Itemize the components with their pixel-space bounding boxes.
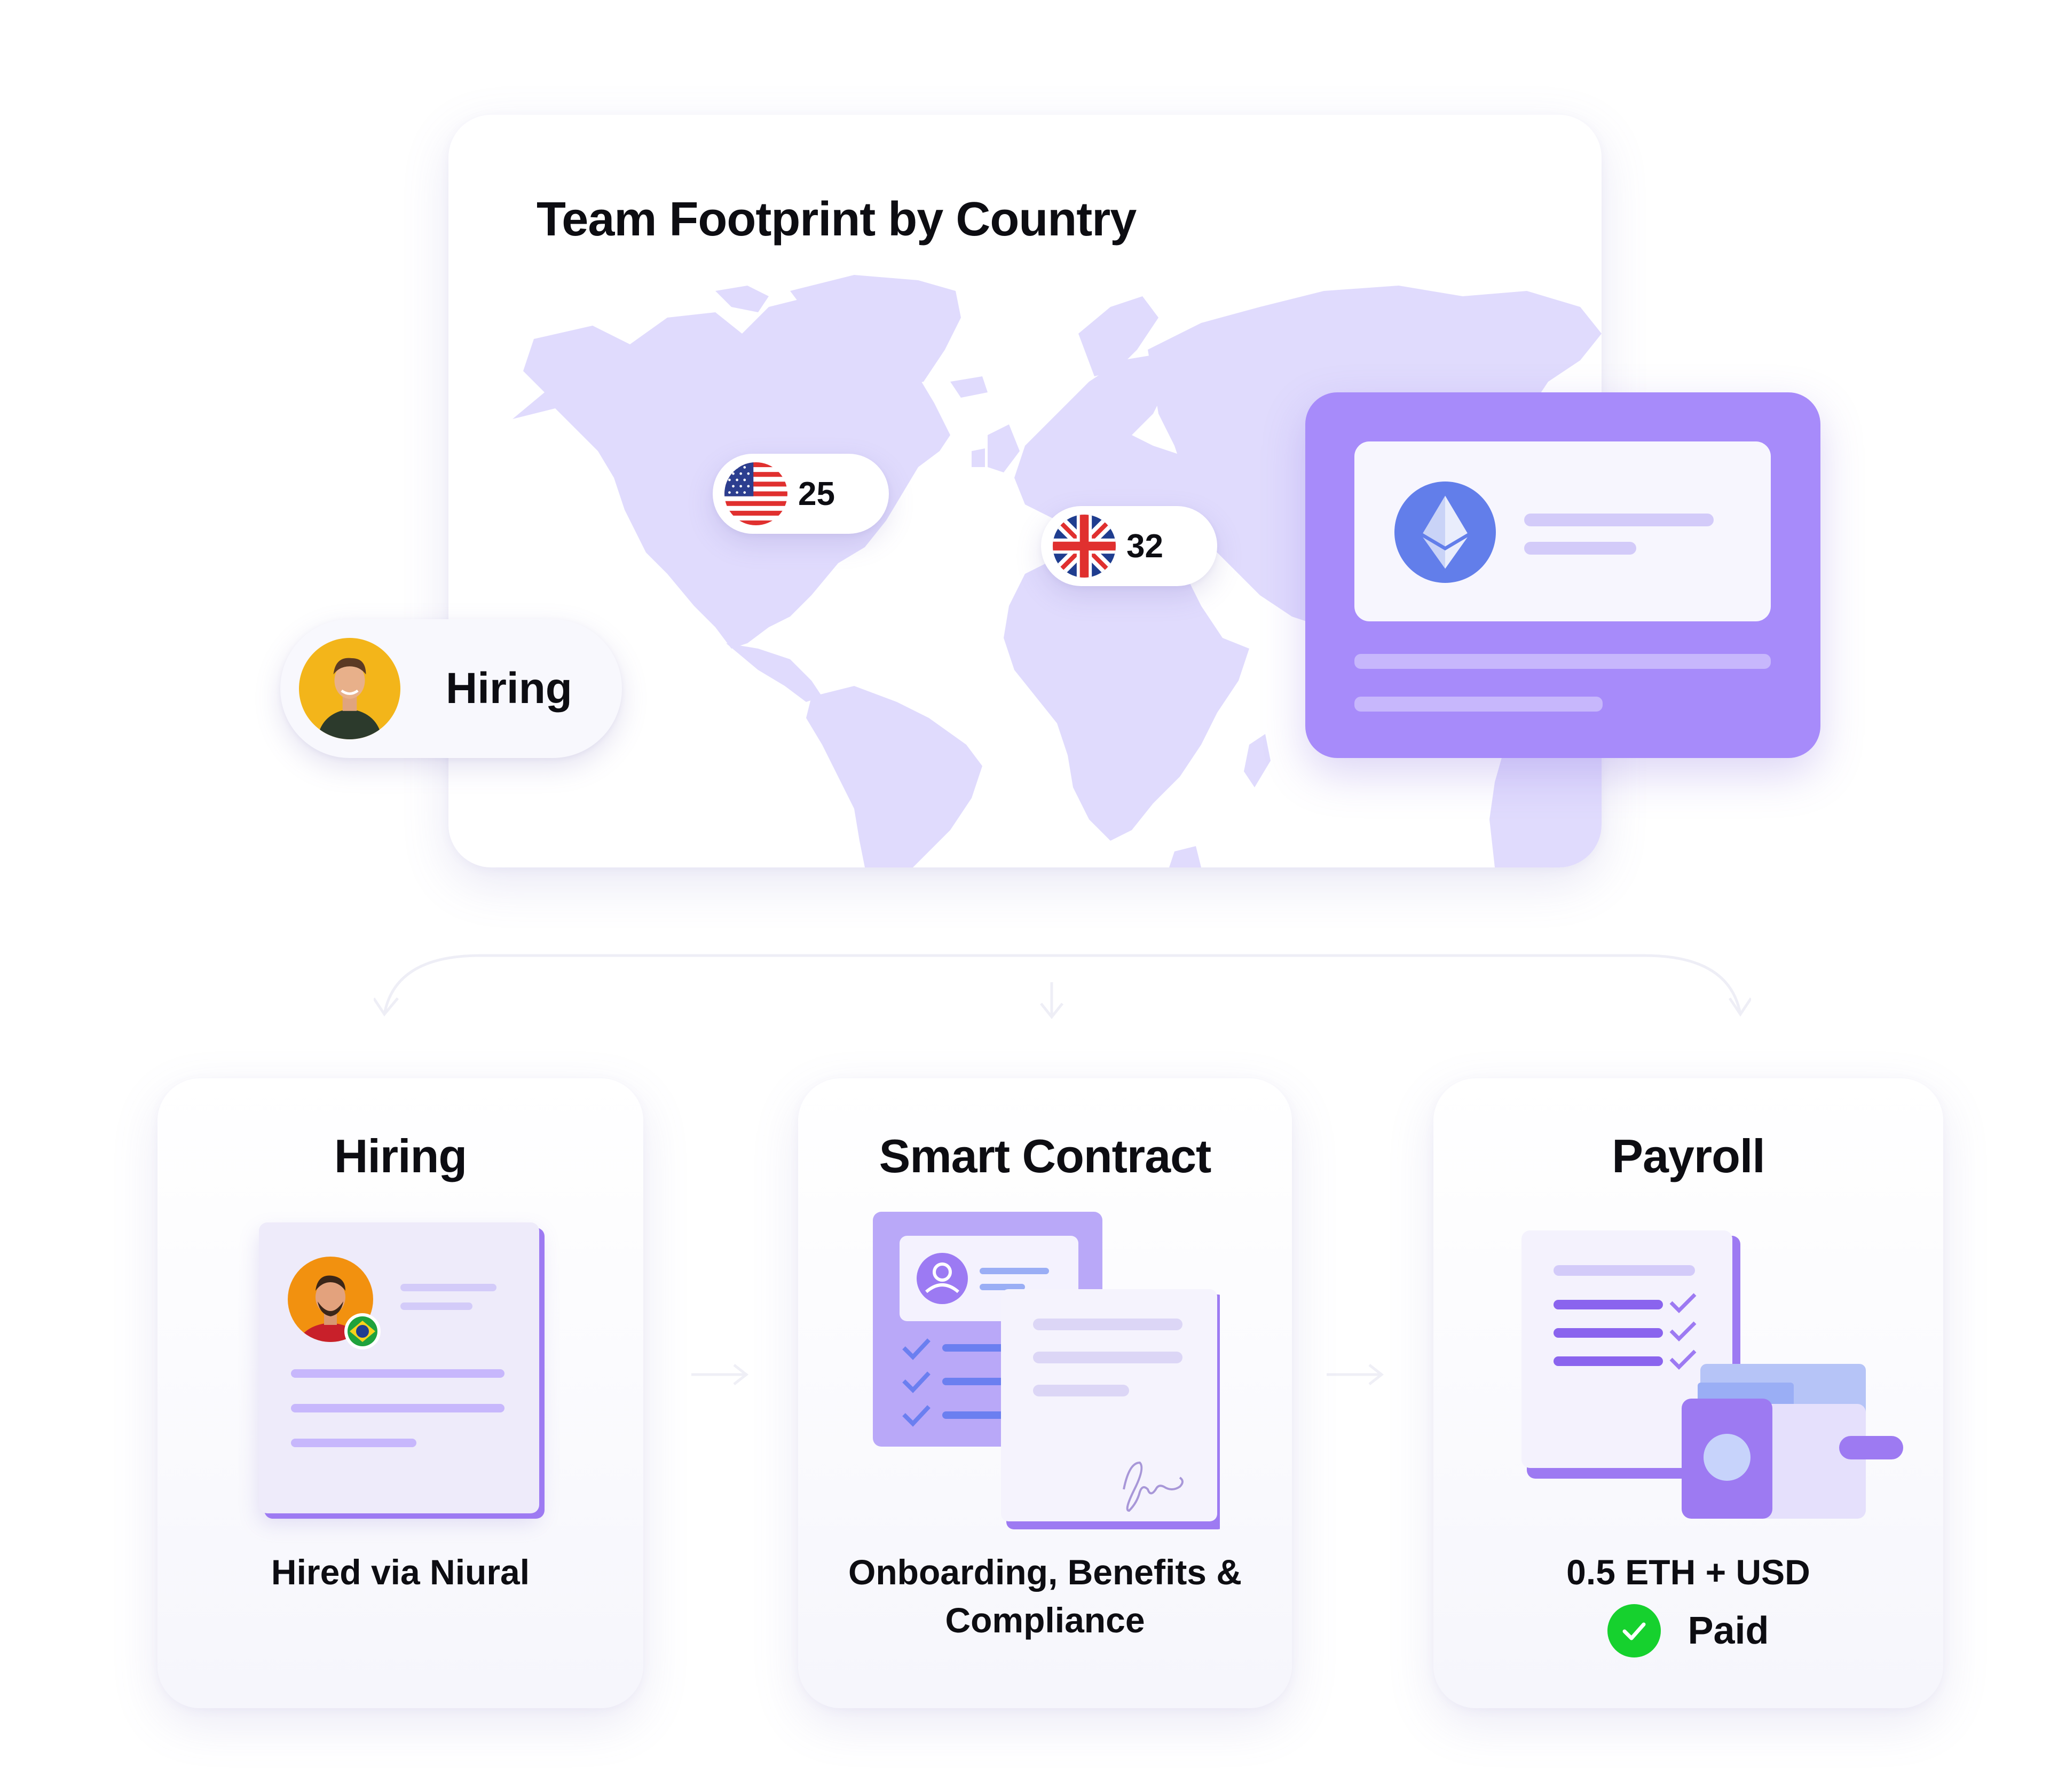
candidate-avatar [288, 1257, 381, 1349]
central-america-shape [726, 643, 822, 702]
step-title: Hiring [334, 1130, 467, 1182]
step-card-hiring[interactable]: Hiring Hired via Niural [157, 1078, 643, 1708]
europe-shape [1014, 355, 1201, 531]
resume-line [400, 1284, 496, 1291]
step-title: Smart Contract [879, 1130, 1212, 1182]
step-caption-line-1: Onboarding, Benefits & [848, 1552, 1242, 1592]
arrow-right-icon [1327, 1364, 1384, 1385]
step-card-smart-contract[interactable]: Smart Contract Onboarding, Benefits & Co… [798, 1078, 1292, 1708]
us-team-count: 25 [798, 475, 835, 512]
resume-line [291, 1404, 504, 1412]
resume-line [400, 1302, 472, 1310]
payment-status: Paid [1433, 1604, 1943, 1657]
greenland-shape [790, 275, 961, 387]
resume-document-icon [259, 1222, 539, 1513]
ethereum-icon [1394, 481, 1496, 583]
eth-detail-line [1524, 542, 1636, 555]
checkmark-icon [1607, 1604, 1661, 1657]
eth-card-line [1354, 654, 1771, 669]
south-america-shape [806, 686, 982, 867]
map-title: Team Footprint by Country [537, 193, 1137, 246]
resume-line [291, 1439, 416, 1447]
africa-shape [1004, 552, 1249, 841]
eth-card-line [1354, 697, 1603, 712]
step-card-payroll[interactable]: Payroll 0.5 ETH + USD Paid [1433, 1078, 1943, 1708]
uk-team-count: 32 [1126, 527, 1163, 565]
us-flag-icon [724, 462, 787, 525]
payment-status-label: Paid [1688, 1609, 1769, 1652]
step-caption: Hired via Niural [271, 1552, 530, 1592]
ethereum-wallet-card[interactable] [1305, 392, 1820, 758]
eth-detail-line [1524, 514, 1714, 526]
uk-flag-icon [1053, 515, 1116, 578]
flow-connector [374, 954, 1751, 1020]
ethereum-info-panel [1354, 441, 1771, 621]
contract-document-icon [873, 1212, 1220, 1529]
step-title: Payroll [1612, 1130, 1765, 1182]
country-badge-uk[interactable]: 32 [1041, 506, 1217, 586]
hiring-pill-label: Hiring [446, 664, 572, 713]
payroll-wallet-icon [1521, 1230, 1903, 1519]
payroll-amount: 0.5 ETH + USD [1566, 1552, 1810, 1592]
step-caption-line-2: Compliance [945, 1600, 1145, 1640]
person-avatar [299, 638, 400, 739]
arrow-right-icon [691, 1364, 749, 1385]
country-badge-us[interactable]: 25 [713, 454, 889, 534]
resume-line [291, 1369, 504, 1378]
hiring-pill[interactable]: Hiring [280, 619, 622, 758]
